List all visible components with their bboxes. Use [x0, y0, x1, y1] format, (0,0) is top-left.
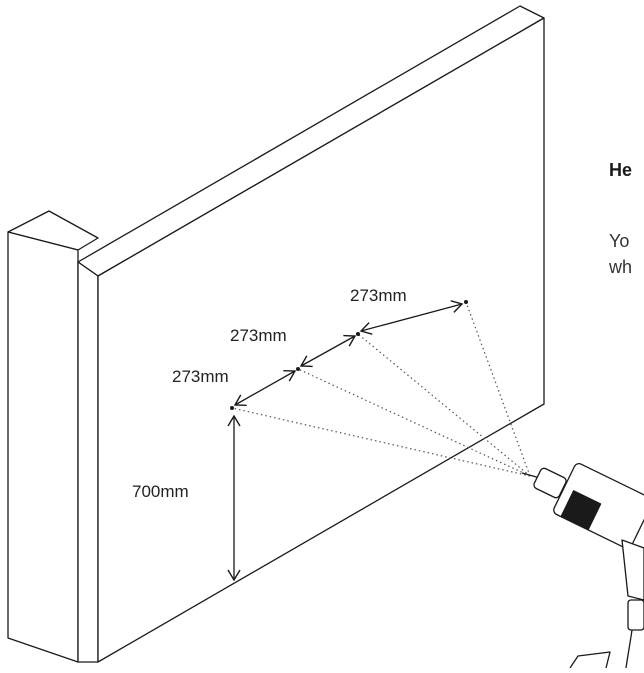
- sight-line-4: [465, 301, 531, 477]
- sight-line-1: [231, 407, 531, 477]
- side-panel: [7, 210, 99, 663]
- drill-body-band: [560, 490, 602, 530]
- spacing-label-1: 273mm: [172, 367, 229, 386]
- drill-points: [230, 300, 468, 410]
- drill-point-3: [356, 332, 360, 336]
- drill-body: [553, 463, 644, 549]
- spacing-arrows: [233, 300, 464, 406]
- wall-panel: [77, 5, 545, 663]
- sight-lines: [231, 301, 531, 477]
- drill-base-plate: [569, 651, 611, 669]
- spacing-label-3: 273mm: [350, 286, 407, 305]
- drill-cable: [625, 629, 633, 669]
- sight-line-3: [357, 333, 531, 477]
- drill-handle: [621, 539, 644, 601]
- spacing-arrow-2: [299, 334, 357, 368]
- spacing-arrow-3: [359, 300, 464, 335]
- side-text: Yo wh: [609, 228, 632, 280]
- power-drill-icon: [521, 463, 644, 669]
- side-panel-front: [7, 231, 79, 663]
- spacing-label-2: 273mm: [230, 326, 287, 345]
- side-heading: He: [609, 160, 633, 180]
- sight-line-2: [297, 368, 531, 477]
- side-text-line-1: Yo: [609, 231, 630, 251]
- height-label: 700mm: [132, 482, 189, 501]
- wall-panel-face: [97, 17, 545, 663]
- drill-chuck: [533, 467, 567, 499]
- drill-point-1: [230, 406, 234, 410]
- drill-point-2: [296, 367, 300, 371]
- drill-point-4: [464, 300, 468, 304]
- drill-grip-base: [627, 599, 644, 631]
- side-text-line-2: wh: [609, 257, 633, 277]
- wall-panel-side-edge: [77, 261, 99, 663]
- spacing-arrow-1: [233, 370, 297, 406]
